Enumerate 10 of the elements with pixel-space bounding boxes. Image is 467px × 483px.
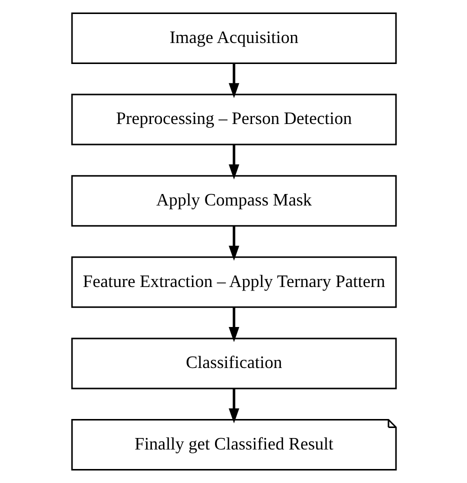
- arrow: [228, 388, 239, 424]
- arrow: [228, 226, 239, 261]
- node-box: Feature Extraction – Apply Ternary Pattern: [70, 256, 396, 308]
- node-box: Preprocessing – Person Detection: [70, 94, 396, 146]
- arrow: [228, 307, 239, 342]
- node-box: Image Acquisition: [70, 12, 396, 64]
- node-box: Classification: [70, 338, 396, 390]
- arrow: [228, 64, 239, 98]
- node-box: Apply Compass Mask: [70, 175, 396, 227]
- arrow: [228, 144, 239, 180]
